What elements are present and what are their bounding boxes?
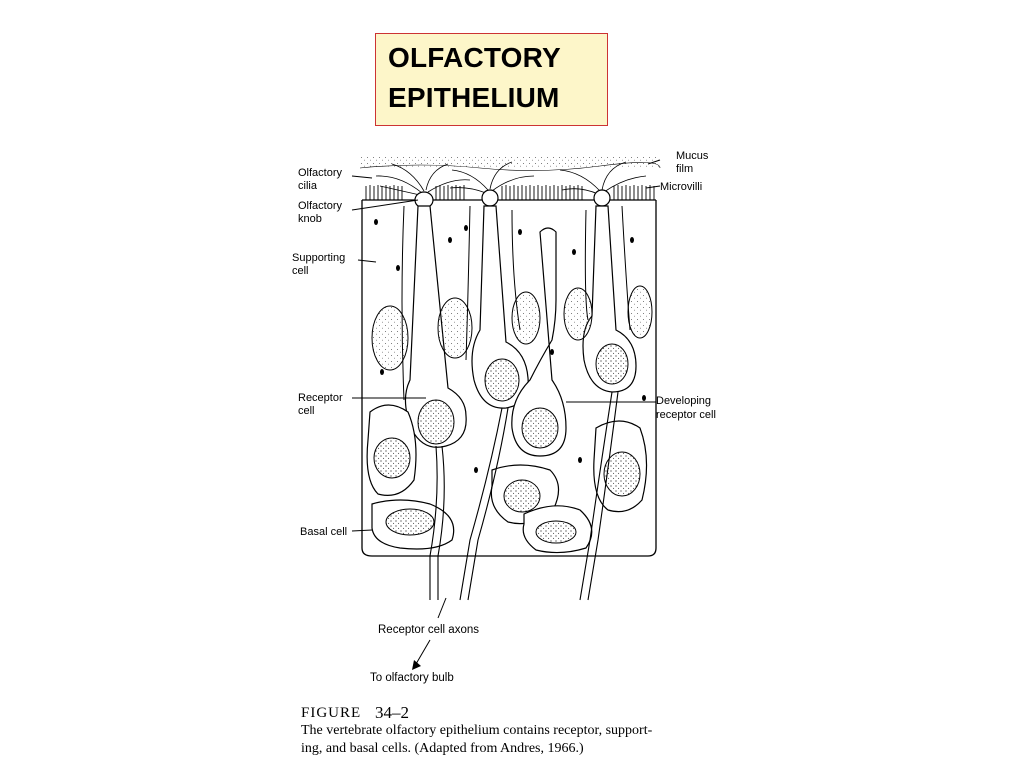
caption-figure-number: 34–2	[375, 703, 409, 722]
label-olfactory-cilia-2: cilia	[298, 180, 318, 192]
olfactory-cilia	[375, 161, 647, 196]
supporting-cell-boundaries	[401, 205, 631, 401]
cytoplasm-granules	[374, 219, 646, 473]
caption-line-1: The vertebrate olfactory epithelium cont…	[301, 723, 653, 738]
receptor-cells	[404, 205, 637, 457]
basal-nuclei	[373, 437, 641, 544]
caption-line-2: ing, and basal cells. (Adapted from Andr…	[301, 741, 584, 756]
caption-figure-word: FIGURE	[301, 705, 362, 721]
label-supporting-cell-1: Supporting	[292, 252, 345, 264]
title-line-2: EPITHELIUM	[388, 82, 560, 113]
leader-lines	[351, 159, 661, 665]
title-box: OLFACTORY EPITHELIUM	[375, 33, 608, 126]
microvilli	[365, 185, 655, 200]
label-receptor-cell-2: cell	[298, 405, 315, 417]
label-receptor-cell-1: Receptor	[298, 392, 343, 404]
label-microvilli: Microvilli	[660, 181, 702, 193]
label-mucus-film-1: Mucus	[676, 150, 709, 162]
label-receptor-cell-axons: Receptor cell axons	[378, 624, 479, 636]
supporting-cell-nuclei	[371, 285, 653, 371]
label-olfactory-cilia-1: Olfactory	[298, 167, 343, 179]
title-line-1: OLFACTORY	[388, 42, 561, 73]
receptor-nuclei	[417, 343, 629, 449]
label-developing-receptor-cell-2: receptor cell	[656, 409, 716, 421]
label-developing-receptor-cell-1: Developing	[656, 395, 711, 407]
label-olfactory-knob-2: knob	[298, 213, 322, 225]
mucus-film	[359, 156, 661, 171]
label-mucus-film-2: film	[676, 163, 693, 175]
label-supporting-cell-2: cell	[292, 265, 309, 277]
label-basal-cell: Basal cell	[300, 526, 347, 538]
label-olfactory-knob-1: Olfactory	[298, 200, 343, 212]
label-to-olfactory-bulb: To olfactory bulb	[370, 672, 454, 684]
bulb-arrowhead	[412, 660, 421, 670]
receptor-cell-axons	[429, 391, 619, 601]
